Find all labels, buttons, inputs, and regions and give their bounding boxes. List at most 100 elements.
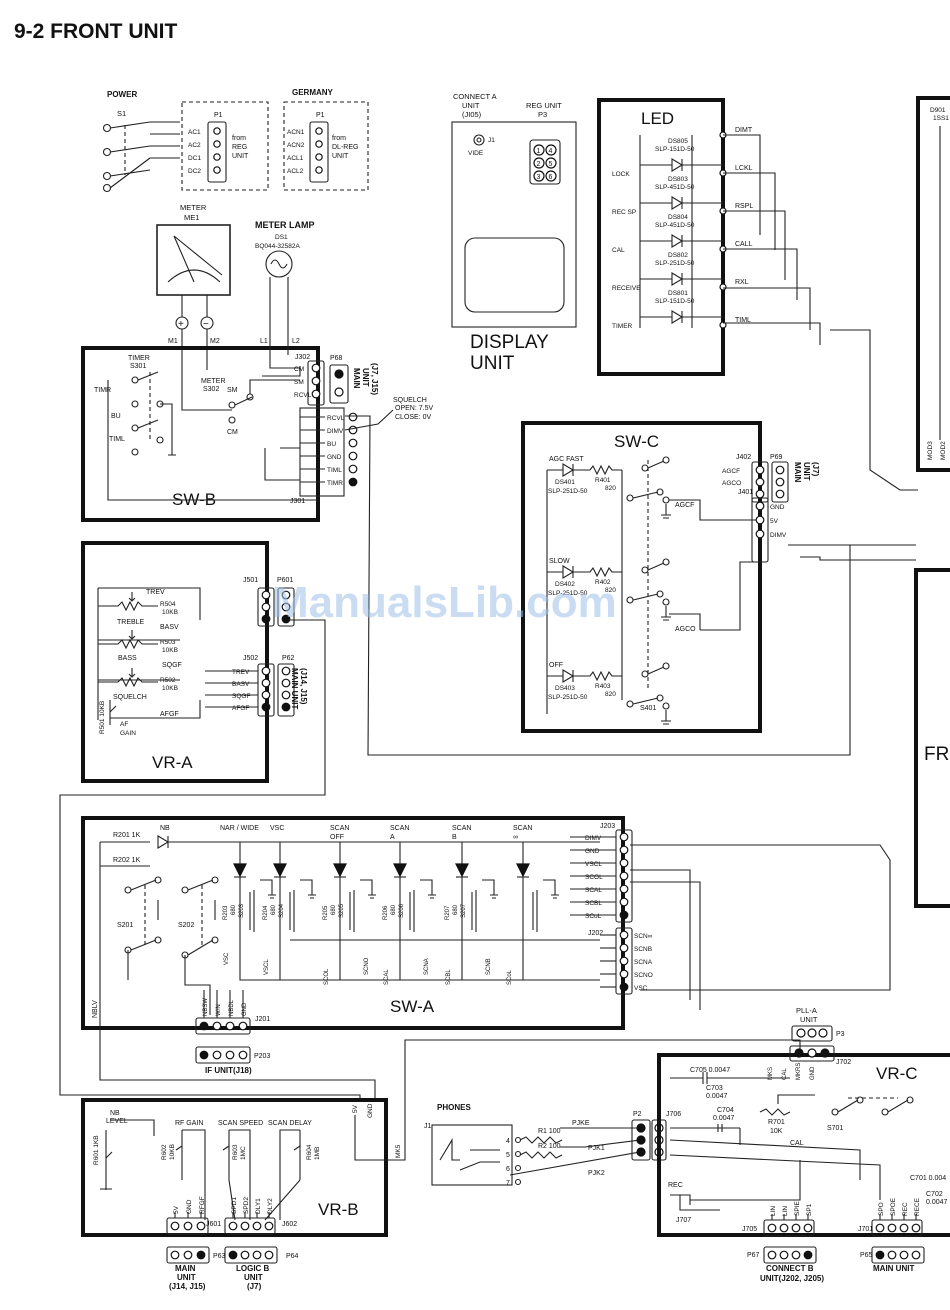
vr-c-j701-pin-label: SPO (878, 1202, 885, 1216)
sw-a-j202-pin (619, 982, 629, 992)
reg-unit-pin (545, 157, 557, 169)
vr-c-j701-pin-label: RECE (914, 1197, 921, 1216)
display-section: CONNECT A UNIT (JI05) REG UNIT P3 J1 VID… (451, 92, 577, 374)
sw-a-resistor-value: 680 (331, 904, 337, 915)
sw-b-squelch-1: SQUELCH (393, 397, 427, 404)
led-ref-label: DS804 (668, 214, 688, 221)
vr-c-j705-pin (767, 1223, 777, 1233)
sw-c-main-1: MAIN (793, 462, 802, 483)
sw-a-j201-pin-label: GND (242, 1002, 248, 1016)
power-pin-label: AC2 (188, 142, 201, 149)
vr-a-pot-value: 10KB (162, 685, 178, 692)
vr-b-main-1: MAIN (175, 1264, 196, 1273)
vr-a-pot-ref: R503 (160, 639, 176, 646)
vr-c-j702-pin-label: CAL (782, 1068, 788, 1080)
led-signal-label: LCKL (735, 165, 753, 172)
vr-a-pot-value: 10KB (162, 647, 178, 654)
vr-b-scan-speed: SCAN SPEED (218, 1120, 263, 1127)
led-ref-label: DS803 (668, 176, 688, 183)
vr-b-p63: P63 (213, 1253, 226, 1260)
sw-c-row-name: AGC FAST (549, 456, 584, 463)
right-edge-fr: FR (924, 744, 949, 765)
sw-b-j301-pin (348, 477, 358, 487)
power-label: POWER (107, 90, 137, 99)
sw-c-title: SW-C (614, 432, 659, 451)
sw-a-signal-label: SCOL (324, 968, 330, 985)
vr-a-af-2: GAIN (120, 730, 136, 737)
vr-a-j501: J501 (243, 577, 258, 584)
meter-plus: + (178, 319, 184, 330)
vr-b-main-3: (J14, J15) (169, 1282, 206, 1291)
sw-a-switch-ref: S205 (339, 903, 345, 918)
sw-a-led-title: SCAN (513, 825, 532, 832)
vr-c-j705: J705 (742, 1226, 757, 1233)
vr-b-j602: J602 (282, 1221, 297, 1228)
meter-lamp-part: BQ044-32582A (255, 243, 300, 250)
led-board (597, 98, 725, 376)
reg-unit-pin (533, 157, 545, 169)
vr-c-connect-b-1: CONNECT B (766, 1264, 814, 1273)
ground-icon (543, 879, 559, 899)
sw-c-j402-pin-label: AGCO (722, 480, 741, 487)
sw-c-agco: AGCO (675, 626, 696, 633)
sw-c-resistor-ref: R403 (595, 683, 611, 690)
vr-a-pot-value: 10KB (162, 609, 178, 616)
vr-b-r603-2: 1MC (240, 1146, 247, 1160)
sw-a-j203-pin-label: VSCL (585, 861, 602, 868)
vr-a-board (81, 541, 269, 783)
vr-b-j602-pin (264, 1221, 274, 1231)
germany-pin (315, 166, 323, 174)
vr-a-j502-pin-label: AFGF (232, 705, 249, 712)
sw-a-j202: J202 (588, 930, 603, 937)
vr-c-j701-pin (911, 1223, 921, 1233)
sw-b-section: SW-B TIMER S301 TIMR BU TIML METER S302 … (81, 340, 851, 756)
ground-icon (300, 879, 316, 899)
vr-a-label: BASV (160, 624, 179, 631)
sw-a-led-title: A (390, 834, 395, 841)
vr-a-p601: P601 (277, 577, 293, 584)
vr-b-r602-1: R602 (161, 1144, 168, 1160)
meter-lamp-l1: L1 (260, 338, 268, 345)
vr-b-j602-pin (228, 1221, 238, 1231)
vr-a-label: TREV (146, 589, 165, 596)
right-edge: D901 1SS1 MOD3 MOD2 FR (788, 96, 950, 908)
sw-b-j302-pin-label: CM (294, 366, 304, 373)
sw-a-j203-pin (619, 884, 629, 894)
meter-ref: ME1 (184, 213, 199, 222)
sw-a-led-title: SCAN (330, 825, 349, 832)
sw-c-led-ref: DS402 (555, 581, 575, 588)
vr-c-main-unit: MAIN UNIT (873, 1264, 914, 1273)
sw-a-led-title: SCAN (390, 825, 409, 832)
meter-lamp-ref: DS1 (275, 234, 288, 241)
vr-a-j502-pin-label: SQGF (232, 693, 250, 700)
sw-b-sm: SM (227, 387, 238, 394)
sw-a-j202-pin-label: SCNB (634, 946, 652, 953)
connecta-label-1: CONNECT A (453, 92, 497, 101)
sw-a-switch-ref: S207 (461, 903, 467, 918)
sw-b-j302: J302 (295, 354, 310, 361)
led-function-label: LOCK (612, 171, 630, 178)
sw-a-j202-pin (619, 930, 629, 940)
sw-a-j203-pin-label: SCBL (585, 900, 602, 907)
sw-c-resistor-ref: R402 (595, 579, 611, 586)
sw-a-p203: P203 (254, 1053, 270, 1060)
sw-a-led-icon (273, 863, 287, 878)
vr-b-r601: R601 1KB (93, 1135, 100, 1165)
sw-c-led-ref: DS401 (555, 479, 575, 486)
vr-b-j601-pin (170, 1221, 180, 1231)
sw-a-led-icon (233, 863, 247, 878)
led-part-label: SLP-251D-50 (655, 260, 695, 267)
phones-pin-label: 4 (506, 1138, 510, 1145)
sw-c-led-icon (562, 669, 575, 683)
vr-c-j701-pin (899, 1223, 909, 1233)
sw-b-squelch-3: CLOSE: 0V (395, 414, 432, 421)
sw-a-j202-pin-label: SCN∞ (634, 933, 653, 940)
led-diode-icon (671, 310, 684, 324)
phones-p2: P2 (633, 1111, 642, 1118)
watermark-text: ManualsLib.com (272, 578, 617, 627)
vr-a-label: SQGF (162, 662, 182, 669)
reg-unit-pin (533, 170, 545, 182)
vr-b-p64: P64 (286, 1253, 299, 1260)
vr-b-j601-pin-label: 5V (173, 1205, 180, 1214)
